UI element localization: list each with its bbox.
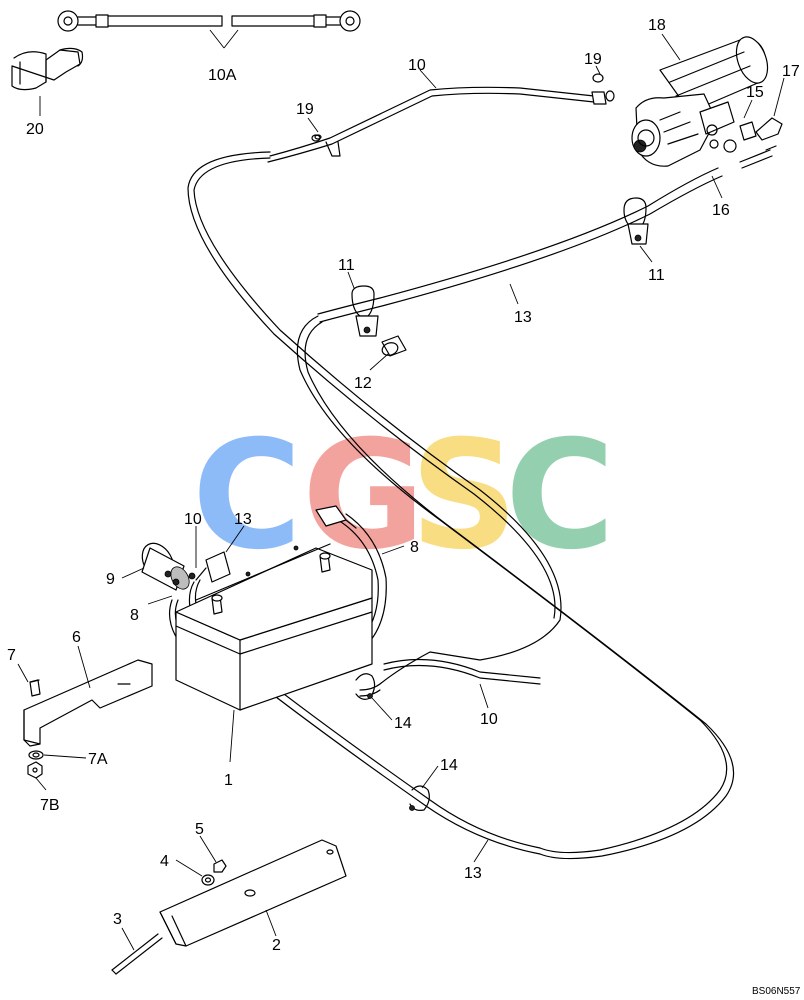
nut-7b: [27, 761, 43, 779]
callout-13-upper: 13: [514, 309, 532, 326]
callout-10-top: 10: [408, 57, 426, 74]
callout-13-battery: 13: [234, 511, 252, 528]
washer-4: [201, 874, 215, 886]
callout-6: 6: [72, 629, 81, 646]
hold-down-rod-3: [111, 933, 163, 975]
callout-13-lower: 13: [464, 865, 482, 882]
nut-19-upper: [592, 73, 604, 83]
callout-9: 9: [106, 571, 115, 588]
cable-10-upper: [267, 86, 615, 163]
washer-7a: [28, 750, 44, 760]
callout-15: 15: [746, 84, 764, 101]
starter-hardware: [709, 117, 783, 153]
battery-tray-2: [159, 839, 347, 947]
watermark-logo: C G S C: [192, 409, 615, 583]
callout-19-left: 19: [296, 101, 314, 118]
cable-clamp-14-upper: [355, 673, 376, 700]
drawing-code: BS06N557: [752, 986, 801, 997]
callout-18: 18: [648, 17, 666, 34]
hold-down-bracket-6: [23, 659, 153, 747]
callout-14-lower: 14: [440, 757, 458, 774]
bolt-7: [29, 679, 41, 697]
callout-14-upper: 14: [394, 715, 412, 732]
cable-13-terminal: [195, 551, 231, 583]
callout-2: 2: [272, 937, 281, 954]
callout-8-left: 8: [130, 607, 139, 624]
cable-clamp-11-right: [623, 197, 649, 245]
starter-motor-18: [631, 36, 769, 167]
callout-3: 3: [113, 911, 122, 928]
watermark-letter-s: S: [410, 409, 518, 583]
callout-7b: 7B: [40, 797, 60, 814]
nut-5: [213, 859, 227, 873]
cable-clamp-11-left: [351, 285, 379, 337]
callout-4: 4: [160, 853, 169, 870]
callout-19-right: 19: [584, 51, 602, 68]
callout-10a: 10A: [208, 67, 237, 84]
callout-labels: 1 2 3 4 5 6 7 7A 7B 8 8 9 10 10 10 10A 1…: [7, 17, 800, 954]
spacer-12: [381, 335, 407, 357]
battery-1: [175, 543, 373, 711]
callout-12: 12: [354, 375, 372, 392]
callout-7a: 7A: [88, 751, 108, 768]
callout-17: 17: [782, 63, 800, 80]
cable-10-lower: [187, 151, 562, 697]
callout-5: 5: [195, 821, 204, 838]
cable-13-main-run: [188, 149, 773, 860]
terminal-boot-20: [11, 47, 84, 91]
callout-11-right: 11: [648, 267, 665, 284]
nut-19-lower: [314, 134, 322, 140]
watermark-letter-c2: C: [505, 409, 615, 583]
leader-lines: [17, 29, 785, 951]
callout-11-left: 11: [338, 257, 355, 274]
watermark-letter-c1: C: [192, 409, 302, 583]
callout-1: 1: [224, 772, 233, 789]
ground-strap-10a: [57, 10, 361, 32]
callout-7: 7: [7, 647, 16, 664]
callout-8-right: 8: [410, 539, 419, 556]
disconnect-switch-9: [141, 542, 196, 591]
callout-10-battery: 10: [184, 511, 202, 528]
callout-16: 16: [712, 202, 730, 219]
callout-10-bottom: 10: [480, 711, 498, 728]
cable-clamp-14-lower: [409, 785, 430, 811]
callout-20: 20: [26, 121, 44, 138]
